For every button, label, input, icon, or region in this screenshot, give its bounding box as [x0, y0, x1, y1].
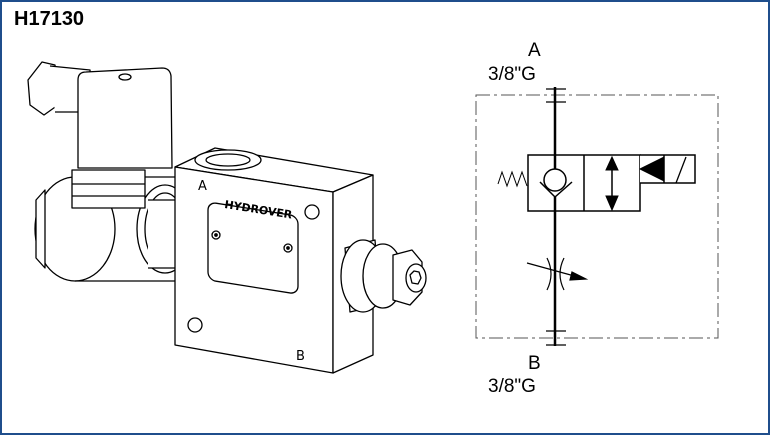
schematic-port-a-name: A: [528, 40, 541, 61]
spring-icon: [497, 170, 528, 188]
valve-block: [174, 147, 374, 374]
solenoid-triangle-icon: [638, 156, 665, 182]
check-seat-icon: [539, 181, 573, 199]
valve-illustration: A B HYDROVER: [27, 61, 427, 374]
port-a-ticks: [546, 88, 566, 103]
port-b-ticks: [546, 330, 566, 346]
hydraulic-schematic: [475, 87, 719, 346]
illustration-port-a-label: A: [198, 179, 207, 194]
schematic-port-b-name: B: [528, 353, 541, 374]
adjustable-throttle-icon: [526, 257, 589, 291]
check-ball-icon: [543, 168, 567, 192]
illustration-port-b-label: B: [296, 349, 305, 364]
adjustment-screw: [340, 239, 427, 313]
product-code: H17130: [14, 8, 85, 30]
double-arrow-icon: [605, 155, 619, 212]
solenoid-coil-icon: [675, 156, 687, 184]
schematic-port-b-thread: 3/8"G: [488, 376, 536, 397]
connector-plug: [27, 61, 173, 209]
schematic-port-a-thread: 3/8"G: [488, 64, 536, 85]
envelope-dashed-box: [475, 94, 719, 339]
